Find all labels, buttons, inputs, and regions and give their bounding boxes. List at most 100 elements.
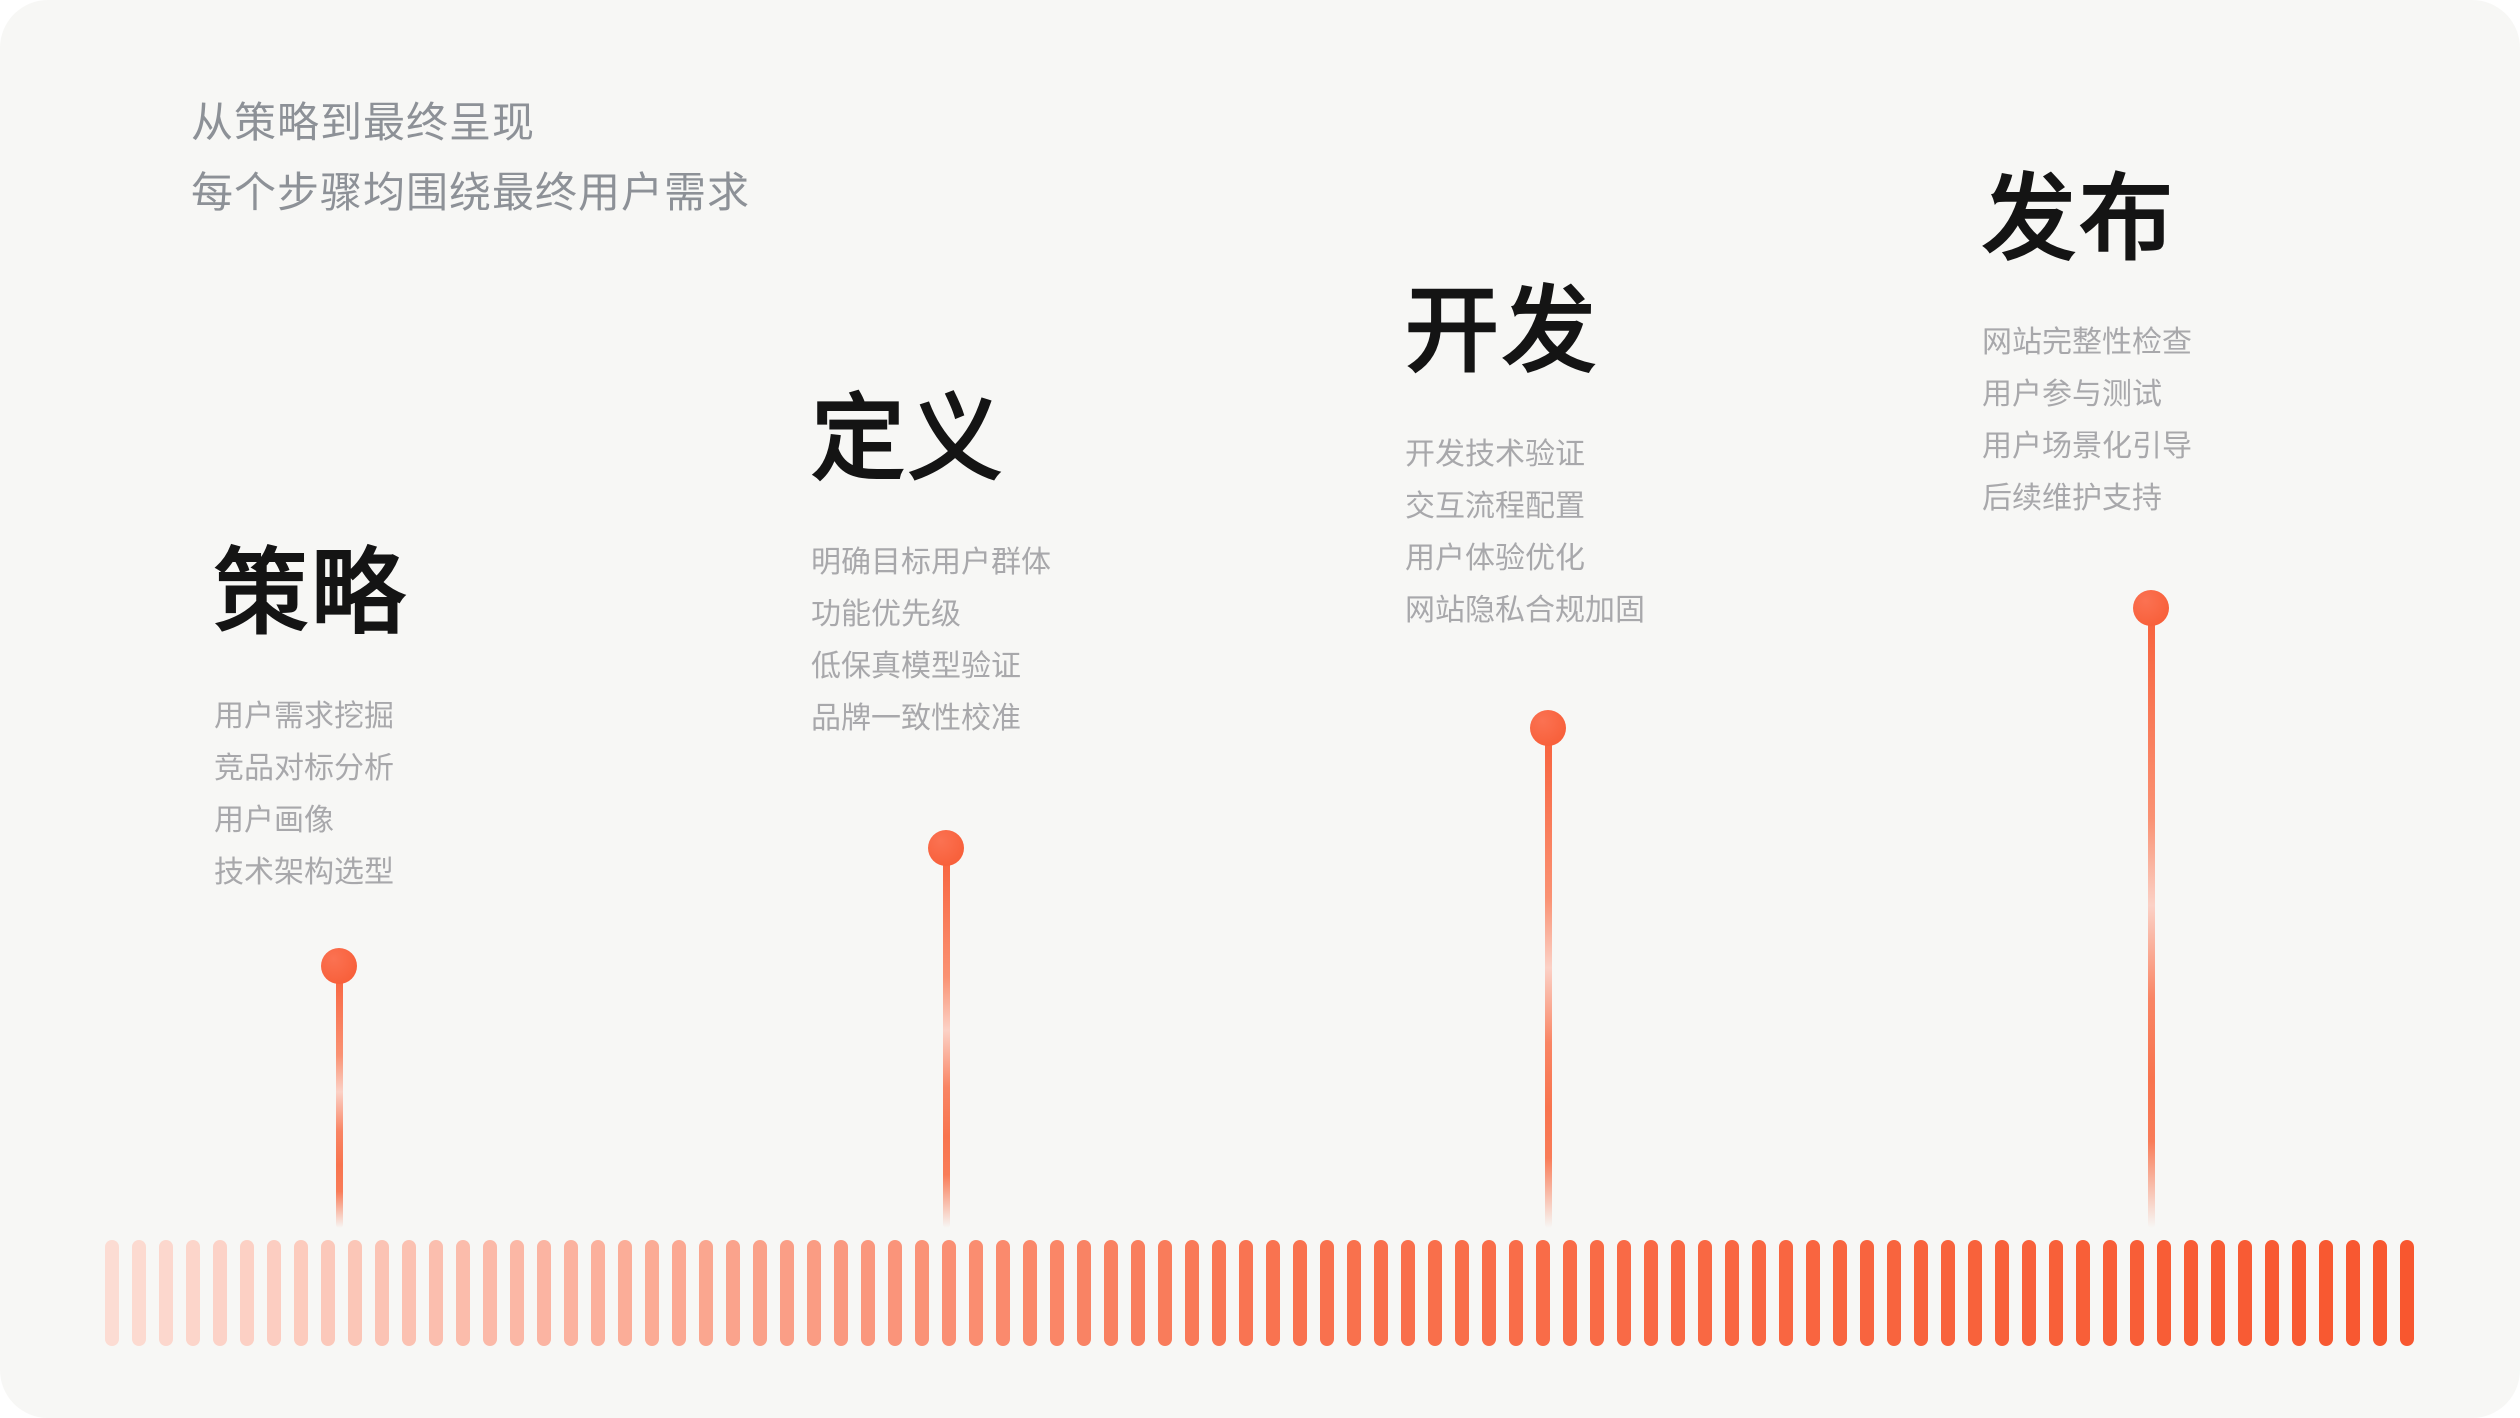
stage-marker-define: [928, 830, 964, 1228]
stage-item: 明确目标用户群体: [811, 546, 1051, 579]
tick: [159, 1240, 173, 1346]
stage-title: 开发: [1405, 278, 1600, 383]
tick: [1266, 1240, 1280, 1346]
marker-stem: [942, 848, 950, 1228]
tick: [483, 1240, 497, 1346]
stage-item-list: 网站完整性检查 用户参与测试 用户场景化引导 后续维护支持: [1982, 328, 2192, 514]
marker-stem: [2147, 608, 2155, 1228]
tick: [780, 1240, 794, 1346]
stage-item: 用户参与测试: [1982, 378, 2162, 411]
tick: [510, 1240, 524, 1346]
tick: [1293, 1240, 1307, 1346]
marker-dot-icon: [928, 830, 964, 866]
stage-item: 用户场景化引导: [1982, 430, 2192, 463]
tick: [1050, 1240, 1064, 1346]
stage-marker-strategy: [321, 948, 357, 1228]
tick: [1536, 1240, 1550, 1346]
tick: [1131, 1240, 1145, 1346]
stage-item-list: 用户需求挖掘 竞品对标分析 用户画像 技术架构选型: [214, 702, 408, 888]
tick: [1806, 1240, 1820, 1346]
marker-dot-icon: [2133, 590, 2169, 626]
tick: [2400, 1240, 2414, 1346]
tick: [2022, 1240, 2036, 1346]
tick: [1644, 1240, 1658, 1346]
marker-stem: [1544, 728, 1552, 1228]
tick: [2103, 1240, 2117, 1346]
tick: [2373, 1240, 2387, 1346]
tick: [1752, 1240, 1766, 1346]
stage-item-list: 开发技术验证 交互流程配置 用户体验优化 网站隐私合规加固: [1405, 440, 1645, 626]
tick: [1509, 1240, 1523, 1346]
tick: [1428, 1240, 1442, 1346]
tick: [1104, 1240, 1118, 1346]
tick: [1914, 1240, 1928, 1346]
tick: [672, 1240, 686, 1346]
tick: [915, 1240, 929, 1346]
tick: [1617, 1240, 1631, 1346]
tick: [1374, 1240, 1388, 1346]
tick: [348, 1240, 362, 1346]
tick: [2211, 1240, 2225, 1346]
marker-dot-icon: [1530, 710, 1566, 746]
page-subtitle: 从策略到最终呈现 每个步骤均围绕最终用户需求: [191, 88, 750, 228]
stage-strategy: 策略 用户需求挖掘 竞品对标分析 用户画像 技术架构选型: [214, 546, 408, 910]
tick: [213, 1240, 227, 1346]
tick: [699, 1240, 713, 1346]
tick: [537, 1240, 551, 1346]
tick: [2319, 1240, 2333, 1346]
tick: [1347, 1240, 1361, 1346]
tick: [1455, 1240, 1469, 1346]
tick: [267, 1240, 281, 1346]
tick: [105, 1240, 119, 1346]
tick: [1941, 1240, 1955, 1346]
tick: [726, 1240, 740, 1346]
tick: [1779, 1240, 1793, 1346]
tick: [753, 1240, 767, 1346]
tick: [294, 1240, 308, 1346]
tick: [564, 1240, 578, 1346]
tick: [186, 1240, 200, 1346]
stage-item: 用户体验优化: [1405, 542, 1585, 575]
tick: [1698, 1240, 1712, 1346]
stage-item: 竞品对标分析: [214, 752, 394, 785]
tick: [996, 1240, 1010, 1346]
tick: [1239, 1240, 1253, 1346]
stage-marker-launch: [2133, 590, 2169, 1228]
stage-title: 策略: [214, 540, 409, 645]
tick: [2292, 1240, 2306, 1346]
timeline-ticks: [105, 1240, 2414, 1346]
tick: [402, 1240, 416, 1346]
subtitle-line-1: 从策略到最终呈现: [191, 99, 536, 146]
stage-marker-develop: [1530, 710, 1566, 1228]
stage-item: 开发技术验证: [1405, 438, 1585, 471]
tick: [1212, 1240, 1226, 1346]
tick: [132, 1240, 146, 1346]
tick: [618, 1240, 632, 1346]
tick: [807, 1240, 821, 1346]
tick: [2130, 1240, 2144, 1346]
tick: [456, 1240, 470, 1346]
tick: [645, 1240, 659, 1346]
tick: [1995, 1240, 2009, 1346]
tick: [942, 1240, 956, 1346]
stage-item: 技术架构选型: [214, 856, 394, 889]
tick: [2157, 1240, 2171, 1346]
stage-item: 用户画像: [214, 804, 334, 837]
tick: [2076, 1240, 2090, 1346]
marker-dot-icon: [321, 948, 357, 984]
tick: [1590, 1240, 1604, 1346]
tick: [2346, 1240, 2360, 1346]
stage-item: 后续维护支持: [1982, 482, 2162, 515]
stage-item: 功能优先级: [811, 598, 961, 631]
tick: [2184, 1240, 2198, 1346]
stage-item: 网站完整性检查: [1982, 326, 2192, 359]
stage-define: 定义 明确目标用户群体 功能优先级 低保真模型验证 品牌一致性校准: [811, 392, 1051, 756]
tick: [321, 1240, 335, 1346]
tick: [2265, 1240, 2279, 1346]
tick: [1320, 1240, 1334, 1346]
tick: [591, 1240, 605, 1346]
subtitle-line-2: 每个步骤均围绕最终用户需求: [191, 169, 751, 216]
stage-item: 交互流程配置: [1405, 490, 1585, 523]
marker-stem: [335, 966, 343, 1228]
stage-item: 用户需求挖掘: [214, 700, 394, 733]
